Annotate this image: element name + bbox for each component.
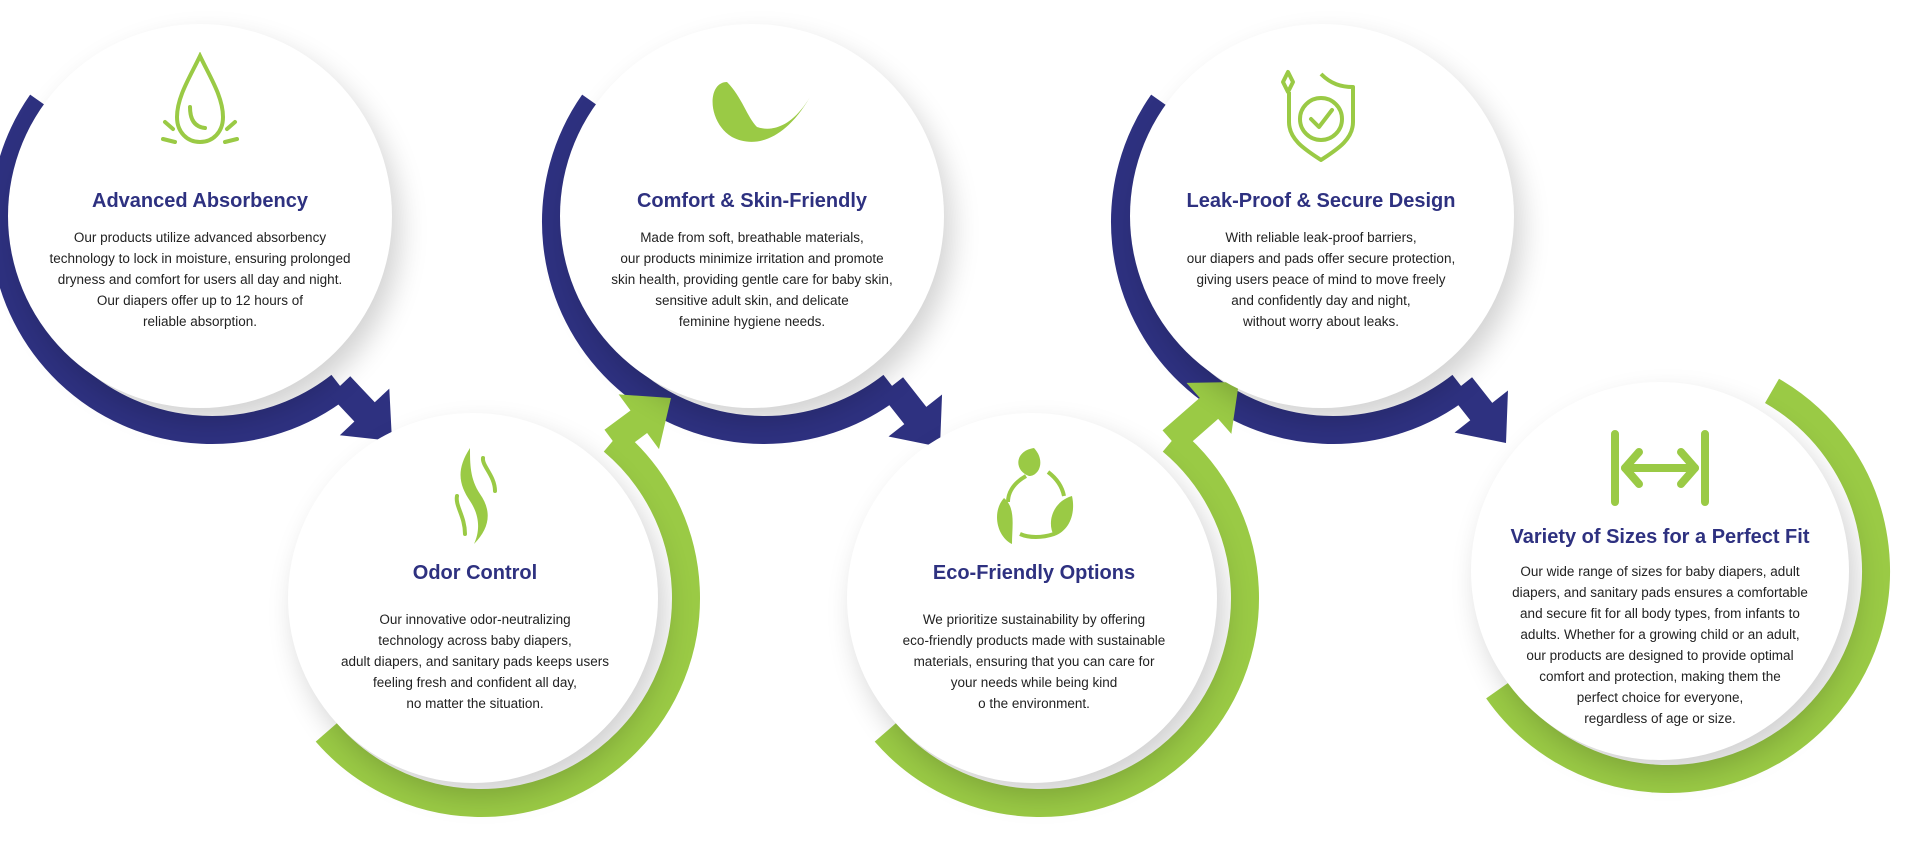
arrow-head-icon <box>604 394 671 453</box>
circle-leak-proof <box>1130 24 1514 408</box>
feature-eco-friendly: Eco-Friendly Options We prioritize susta… <box>844 446 1224 714</box>
circle-comfort <box>560 24 944 408</box>
feature-title: Variety of Sizes for a Perfect Fit <box>1510 526 1810 548</box>
feature-advanced-absorbency: Advanced Absorbency Our products utilize… <box>10 52 390 332</box>
ring-comfort <box>542 94 901 444</box>
arrow-comfort-to-eco <box>881 377 943 447</box>
arrow-head-icon <box>1162 382 1239 452</box>
feature-description: Our products utilize advanced absorbency… <box>49 230 351 329</box>
feature-description: We prioritize sustainability by offering… <box>902 612 1166 711</box>
feature-comfort-skin-friendly: Comfort & Skin-Friendly Made from soft, … <box>562 52 942 332</box>
feature-description: Made from soft, breathable materials,our… <box>611 230 893 329</box>
feature-description: Our wide range of sizes for baby diapers… <box>1512 564 1808 726</box>
circle-odor-control <box>288 413 658 783</box>
arrow-advanced-to-odor <box>329 376 392 441</box>
feature-title: Eco-Friendly Options <box>932 562 1136 584</box>
arrow-head-icon <box>1450 377 1508 443</box>
feature-title: Comfort & Skin-Friendly <box>636 190 867 212</box>
feature-title: Odor Control <box>412 562 538 584</box>
ring-eco-friendly <box>874 430 1260 817</box>
feature-leak-proof: Leak-Proof & Secure Design With reliable… <box>1131 52 1511 332</box>
ring-leak-proof <box>1111 94 1470 444</box>
width-arrows-icon <box>1611 430 1709 506</box>
feature-odor-control: Odor Control Our innovative odor-neutral… <box>285 446 665 714</box>
water-drop-icon <box>161 52 239 145</box>
feature-description: With reliable leak-proof barriers,our di… <box>1186 230 1456 329</box>
circle-advanced-absorbency <box>8 24 392 408</box>
ring-variety-sizes <box>1486 378 1890 793</box>
recycle-leaves-icon <box>997 448 1074 544</box>
circle-variety-sizes <box>1471 382 1849 760</box>
feather-leaf-icon <box>712 82 810 142</box>
feature-title: Advanced Absorbency <box>92 190 308 212</box>
arrow-odor-to-comfort <box>604 394 671 453</box>
ring-odor-control <box>315 430 700 817</box>
shield-check-icon <box>1281 70 1355 162</box>
feature-title: Leak-Proof & Secure Design <box>1186 190 1456 212</box>
arrow-head-icon <box>329 376 392 441</box>
arrow-leak-to-variety <box>1450 377 1508 443</box>
arrow-eco-to-leak <box>1162 382 1239 452</box>
odor-waves-icon <box>454 448 497 544</box>
arrow-head-icon <box>881 377 943 447</box>
feature-variety-sizes: Variety of Sizes for a Perfect Fit Our w… <box>1470 430 1850 729</box>
ring-advanced-absorbency <box>0 94 349 444</box>
